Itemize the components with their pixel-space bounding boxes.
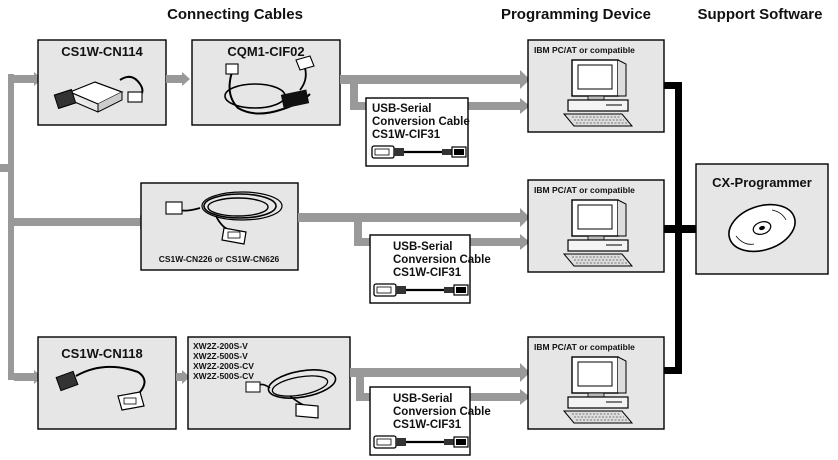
usb-serial-line1: USB-Serial [393,393,452,405]
header-support-software: Support Software [697,6,822,23]
cable-box-cs1w-cn226: CS1W-CN226 or CS1W-CN626 [140,182,299,271]
cable-cif02-icon [224,55,315,115]
usb-serial-box-2: USB-Serial Conversion Cable CS1W-CIF31 [369,234,491,304]
cable-box-xw2z: XW2Z-200S-V XW2Z-500S-V XW2Z-200S-CV XW2… [187,336,351,430]
computer-icon [563,356,633,424]
software-bus [664,82,696,374]
cable-box-cs1w-cn118: CS1W-CN118 [37,336,177,430]
xw2z-model-1: XW2Z-200S-V [193,341,248,351]
xw2z-model-4: XW2Z-500S-CV [193,371,254,381]
header-connecting-cables: Connecting Cables [167,6,303,23]
cable-label-cqm1-cif02: CQM1-CIF02 [227,44,304,59]
usb-serial-model: CS1W-CIF31 [372,129,441,141]
row3-arrows [350,363,530,405]
pc-label: IBM PC/AT or compatible [534,185,635,195]
cable-label-cs1w-cn118: CS1W-CN118 [61,346,142,361]
header-programming-device: Programming Device [501,6,651,23]
cable-cn114-icon [53,75,144,113]
usb-serial-line2: Conversion Cable [393,254,491,266]
xw2z-model-2: XW2Z-500S-V [193,351,248,361]
usb-serial-line2: Conversion Cable [393,406,491,418]
usb-serial-model: CS1W-CIF31 [393,419,462,431]
usb-serial-box-3: USB-Serial Conversion Cable CS1W-CIF31 [369,386,491,456]
usb-serial-line1: USB-Serial [372,103,431,115]
software-box-cx-programmer: CX-Programmer [695,163,829,275]
cable-label-cs1w-cn114: CS1W-CN114 [61,44,143,59]
cable-cn118-icon [55,365,146,411]
xw2z-model-3: XW2Z-200S-CV [193,361,254,371]
computer-icon [563,199,633,267]
row1-arrows [340,70,530,114]
connector-arrow-3 [176,370,190,384]
computer-icon [563,59,633,127]
connector-arrow-1 [166,72,190,86]
cd-icon [728,203,796,253]
pc-label: IBM PC/AT or compatible [534,45,635,55]
cable-cn226-icon [165,191,283,245]
cable-box-cs1w-cn114: CS1W-CN114 [37,39,167,126]
pc-box-2: IBM PC/AT or compatible [527,179,665,273]
cable-label-cn226-cn626: CS1W-CN226 or CS1W-CN626 [159,254,280,264]
usb-serial-model: CS1W-CIF31 [393,267,462,279]
usb-serial-line2: Conversion Cable [372,116,470,128]
pc-label: IBM PC/AT or compatible [534,342,635,352]
pc-box-1: IBM PC/AT or compatible [527,39,665,133]
row2-arrows [298,208,530,250]
pc-box-3: IBM PC/AT or compatible [527,336,665,430]
cable-box-cqm1-cif02: CQM1-CIF02 [191,39,341,126]
usb-serial-box-1: USB-Serial Conversion Cable CS1W-CIF31 [365,97,470,167]
usb-serial-line1: USB-Serial [393,241,452,253]
cable-xw2z-icon [245,369,337,419]
software-label: CX-Programmer [712,175,812,190]
